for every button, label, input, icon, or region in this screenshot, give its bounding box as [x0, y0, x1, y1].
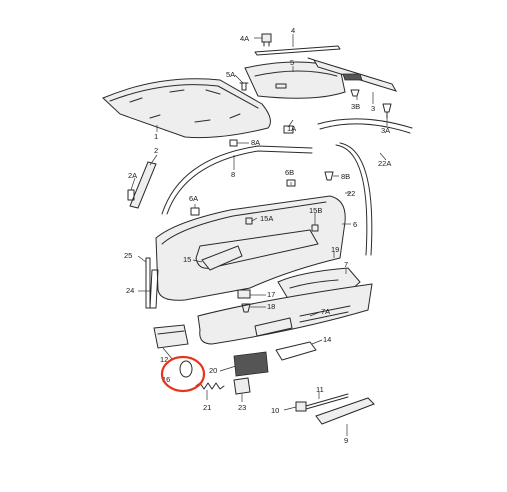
part-17-cover — [237, 289, 251, 299]
callout-24: 24 — [126, 286, 134, 295]
part-4a-clip — [261, 33, 272, 47]
part-22a-upper-seal — [317, 118, 413, 134]
part-22-vertical-seal — [335, 142, 373, 256]
callout-9: 9 — [344, 436, 348, 445]
part-1-headliner — [102, 78, 271, 139]
part-4-trim-strip — [254, 45, 341, 56]
part-1a-clip — [283, 125, 294, 134]
part-5a-screw — [239, 82, 249, 91]
part-12-bezel — [153, 324, 189, 349]
callout-19: 19 — [331, 245, 339, 254]
part-3a-push-clip — [382, 103, 392, 119]
callout-2: 2 — [154, 146, 158, 155]
callout-17: 17 — [267, 290, 275, 299]
callout-3: 3 — [371, 104, 375, 113]
part-16-handle-cup — [179, 360, 193, 378]
callout-7: 7 — [344, 260, 348, 269]
callout-6a: 6A — [189, 194, 198, 203]
callout-22: 22 — [347, 189, 355, 198]
part-11-rod — [305, 393, 349, 410]
callout-6: 6 — [353, 220, 357, 229]
callout-5a: 5A — [226, 70, 235, 79]
part-3-bracket-bar — [307, 57, 398, 92]
callout-8a: 8A — [251, 138, 260, 147]
part-20-switch-block — [233, 351, 269, 377]
callout-18: 18 — [267, 302, 275, 311]
part-10-knob — [295, 401, 307, 412]
callout-4a: 4A — [240, 34, 249, 43]
callout-15b: 15B — [309, 206, 322, 215]
callout-7a: 7A — [321, 307, 330, 316]
callout-11: 11 — [316, 385, 324, 394]
part-15-armrest-pad — [201, 245, 243, 271]
part-3b-clip — [350, 89, 360, 97]
part-25-strip — [145, 257, 151, 309]
callout-6b: 6B — [285, 168, 294, 177]
part-7a-lower-pocket — [197, 283, 373, 345]
part-2-pillar-trim — [129, 161, 157, 209]
part-8-door-seal — [161, 145, 313, 215]
callout-14: 14 — [323, 335, 331, 344]
part-18-screw — [241, 303, 251, 313]
callout-16: 16 — [162, 375, 170, 384]
part-2a-bracket — [127, 189, 135, 201]
part-5-shelf-panel — [244, 61, 346, 99]
callout-25: 25 — [124, 251, 132, 260]
part-24-strip — [149, 269, 159, 309]
callout-21: 21 — [203, 403, 211, 412]
callout-1a: 1A — [287, 124, 296, 133]
callout-23: 23 — [238, 403, 246, 412]
callout-labels: 4A 4 5A 5 3B 3 3A 1 1A 8A 2 2A 8 6B 8B 2… — [124, 26, 391, 445]
callout-12: 12 — [160, 355, 168, 364]
callout-4: 4 — [291, 26, 295, 35]
callout-10: 10 — [271, 406, 279, 415]
leader-lines — [130, 34, 388, 436]
part-9-sill-trim — [315, 397, 375, 425]
callout-15a: 15A — [260, 214, 273, 223]
callout-20: 20 — [209, 366, 217, 375]
part-6-door-panel — [155, 195, 346, 301]
callout-22a: 22A — [378, 159, 391, 168]
callout-8b: 8B — [341, 172, 350, 181]
callout-15: 15 — [183, 255, 191, 264]
callout-5: 5 — [290, 58, 294, 67]
callout-2a: 2A — [128, 171, 137, 180]
part-6a-clip — [190, 207, 200, 216]
part-8a-clip — [229, 139, 238, 147]
callout-3b: 3B — [351, 102, 360, 111]
part-8b-clip — [324, 171, 334, 181]
part-14-trim-piece — [275, 341, 317, 361]
callout-8: 8 — [231, 170, 235, 179]
callout-3a: 3A — [381, 126, 390, 135]
part-23-clip — [233, 377, 251, 395]
highlight-circle — [160, 355, 206, 393]
callout-1: 1 — [154, 132, 158, 141]
part-6b-clip — [286, 179, 296, 187]
